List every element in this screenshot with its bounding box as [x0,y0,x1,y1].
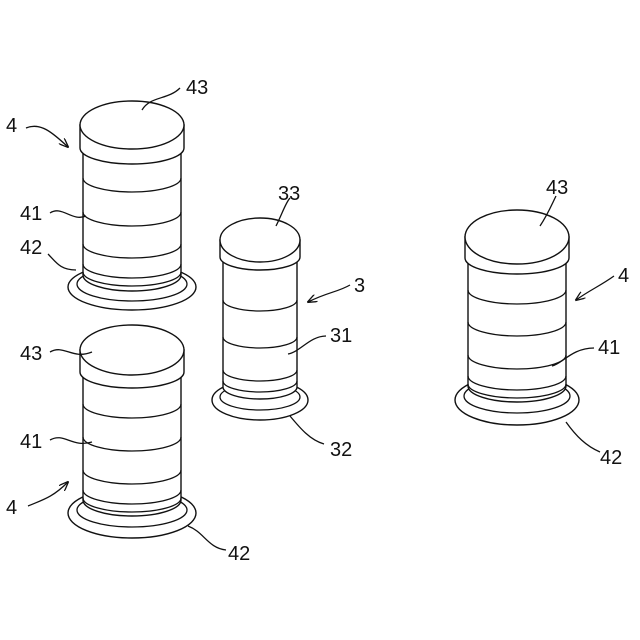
cylinder-body [83,150,181,291]
label-41-c: 41 [598,337,620,359]
top-cap-face [220,218,300,262]
leader-42-a [48,254,76,270]
arrow-4-b [28,482,68,506]
top-cap-face [80,325,184,375]
leader-32 [290,416,324,444]
cylinder-body [468,260,566,402]
leader-42-c [566,422,600,452]
label-33: 33 [278,183,300,205]
top-cap-face [80,101,184,149]
label-42-c: 42 [600,447,622,469]
cylinder-middle [212,218,308,420]
label-41-b: 41 [20,431,42,453]
label-43-b: 43 [20,343,42,365]
cylinder-right [455,210,579,425]
label-43-a: 43 [186,77,208,99]
label-31: 31 [330,325,352,347]
label-32: 32 [330,439,352,461]
label-42-b: 42 [228,543,250,565]
top-cap-face [465,210,569,264]
arrow-4-a [26,126,68,147]
leader-42-b [188,526,226,550]
label-4-a: 4 [6,115,17,137]
cylinder-bottom-left [68,325,196,538]
label-4-c: 4 [618,265,629,287]
arrow-3 [308,285,350,302]
cylinder-top-left [68,101,196,310]
label-43-c: 43 [546,177,568,199]
leader-41-a [50,211,86,217]
label-3: 3 [354,275,365,297]
label-4-b: 4 [6,497,17,519]
label-41-a: 41 [20,203,42,225]
cylinder-body [83,375,181,516]
arrow-4-c [576,276,614,300]
label-42-a: 42 [20,237,42,259]
